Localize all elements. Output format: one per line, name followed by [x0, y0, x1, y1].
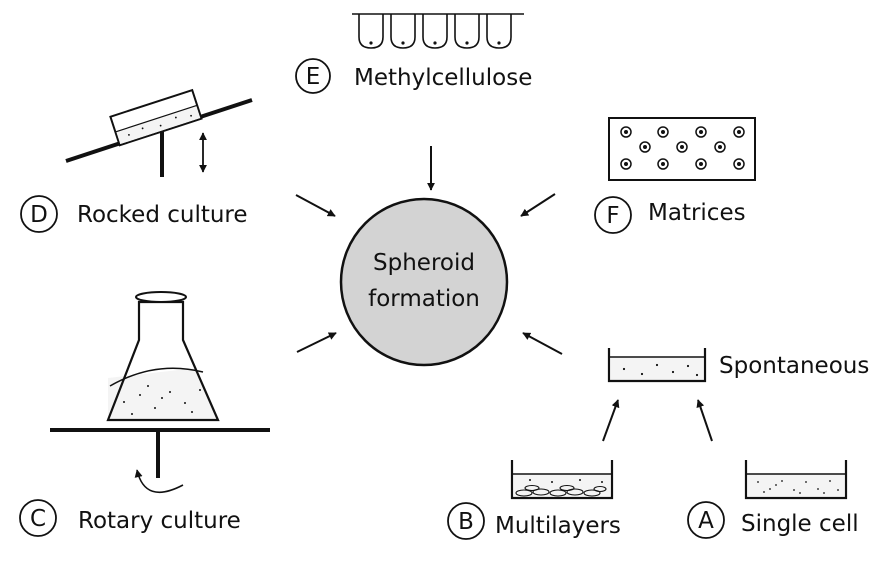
spontaneous-dish-icon	[607, 348, 707, 383]
method-c: C Rotary culture	[19, 499, 241, 537]
arrow-from-spontaneous	[522, 332, 563, 355]
label-rotary-culture: Rotary culture	[78, 508, 241, 534]
letter-d: D	[30, 202, 48, 228]
methylcellulose-well-plate-icon	[352, 13, 524, 49]
method-f: F Matrices	[594, 196, 746, 234]
label-methylcellulose: Methylcellulose	[354, 65, 532, 91]
label-single-cell: Single cell	[741, 511, 859, 537]
letter-badge-f	[594, 196, 632, 234]
label-matrices: Matrices	[648, 200, 746, 226]
letter-badge-a	[687, 501, 725, 539]
arrow-from-rocked-culture	[295, 194, 336, 217]
letter-badge-c	[19, 499, 57, 537]
method-b: B Multilayers	[447, 502, 621, 540]
method-a: A Single cell	[687, 501, 859, 539]
letter-badge-e	[295, 58, 331, 94]
label-rocked-culture: Rocked culture	[77, 202, 248, 228]
letter-a: A	[698, 508, 714, 534]
letter-b: B	[458, 509, 474, 535]
center-label-line2: formation	[368, 286, 480, 312]
method-d: D Rocked culture	[20, 195, 248, 233]
letter-badge-b	[447, 502, 485, 540]
method-e: E Methylcellulose	[295, 58, 532, 94]
spheroid-node: Spheroid formation	[339, 197, 509, 367]
letter-e: E	[306, 64, 321, 90]
arrow-from-single-cell	[696, 399, 713, 442]
label-multilayers: Multilayers	[495, 513, 621, 539]
rotary-flask-icon	[50, 291, 270, 494]
single-cell-dish-icon	[744, 460, 848, 500]
matrices-gel-icon	[608, 117, 756, 181]
center-label-line1: Spheroid	[373, 250, 475, 276]
arrow-from-multilayers	[602, 399, 620, 442]
arrow-from-rotary-culture	[296, 332, 337, 353]
rocking-platform-icon	[65, 88, 253, 177]
letter-c: C	[30, 506, 46, 532]
letter-f: F	[606, 203, 619, 229]
arrows-to-spontaneous	[602, 399, 713, 442]
arrows-to-center	[295, 146, 563, 355]
multilayers-dish-icon	[510, 460, 614, 500]
arrow-from-matrices	[520, 193, 556, 217]
letter-badge-d	[20, 195, 58, 233]
label-spontaneous: Spontaneous	[719, 353, 869, 379]
